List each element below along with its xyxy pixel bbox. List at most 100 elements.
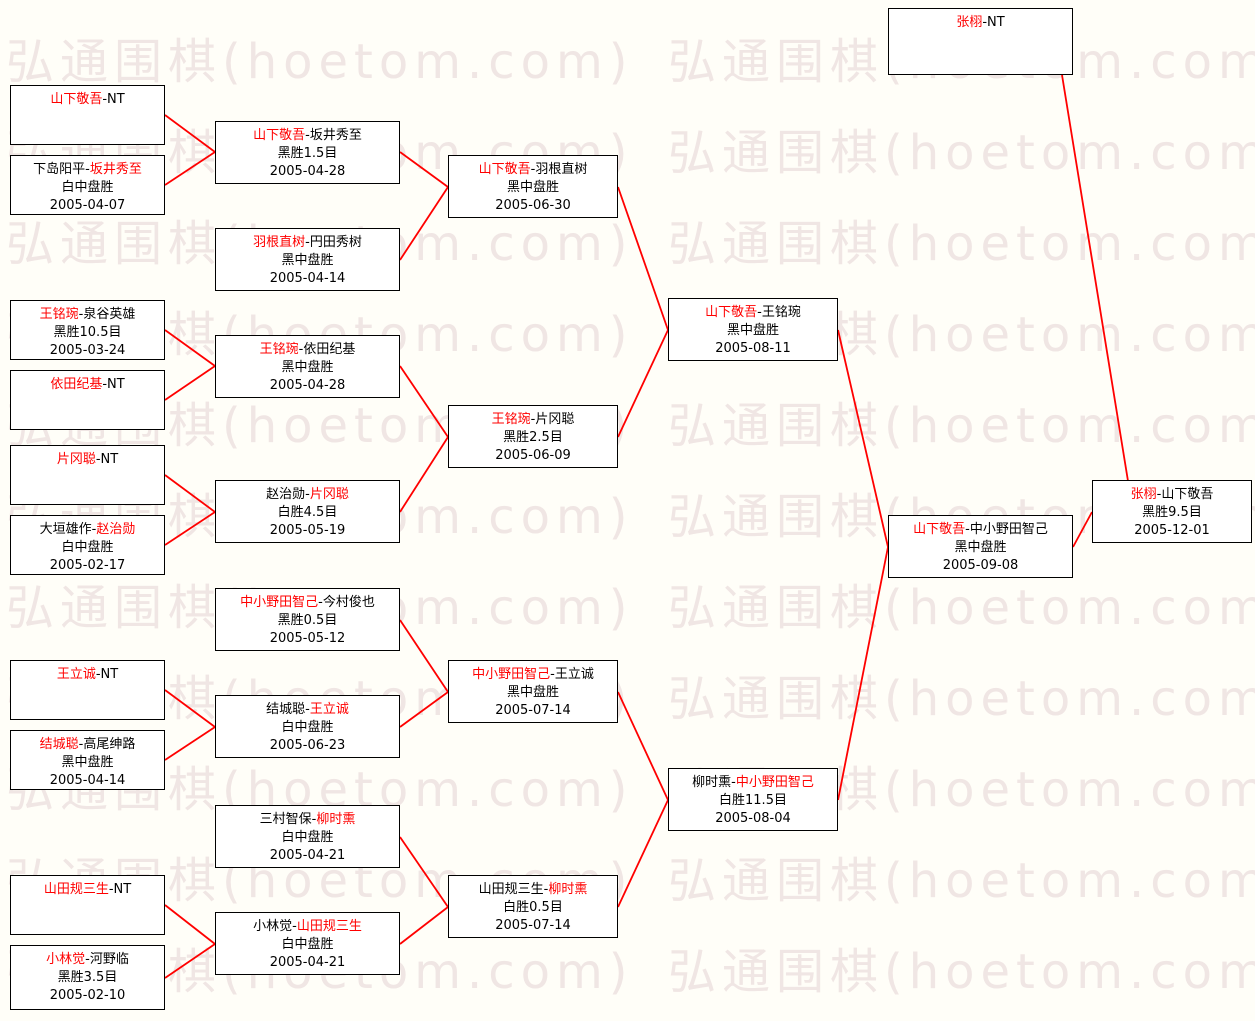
connector-line	[399, 691, 449, 728]
player-name: -NT	[95, 667, 119, 682]
connector-line	[164, 726, 216, 761]
player-name: -坂井秀至	[305, 128, 362, 143]
player-name: -高尾绅路	[78, 737, 136, 752]
match-players: 山田规三生-NT	[44, 881, 131, 899]
winner-name: 坂井秀至	[89, 162, 142, 177]
match-r1-kobayashi-kono[interactable]: 小林觉-河野临黑胜3.5目 2005-02-10	[10, 945, 165, 1010]
connector-line	[399, 906, 449, 945]
connector-line	[617, 186, 669, 331]
player-name: -NT	[982, 15, 1005, 30]
match-result: 黑中盘胜	[506, 180, 559, 195]
player-name: -王立诚	[550, 667, 594, 682]
player-name: -今村俊也	[318, 595, 375, 610]
connector-line	[164, 365, 216, 401]
match-r1-yoda-bye[interactable]: 依田纪基-NT	[10, 370, 165, 430]
winner-name: 王立诚	[309, 702, 349, 717]
winner-name: 山下敬吾	[705, 305, 758, 320]
match-date: 2005-02-10	[49, 988, 126, 1003]
player-name: 小林觉-	[253, 919, 297, 934]
connector-line	[617, 799, 669, 908]
match-date: 2005-06-30	[495, 198, 571, 213]
player-name: 赵治勋-	[266, 487, 310, 502]
match-date: 2005-12-01	[1134, 523, 1210, 538]
player-name: -NT	[102, 92, 125, 107]
winner-name: 山下敬吾	[478, 162, 531, 177]
match-players: 三村智保-柳时熏	[260, 811, 356, 829]
match-date: 2005-04-28	[269, 378, 346, 393]
player-name: 柳时熏-	[692, 775, 736, 790]
match-r1-kataoka-bye[interactable]: 片冈聪-NT	[10, 445, 165, 505]
connector-line	[164, 151, 216, 186]
match-players: 王铭琬-依田纪基	[260, 341, 356, 359]
winner-name: 王铭琬	[491, 412, 531, 427]
match-result: 白中盘胜	[281, 937, 334, 952]
match-r2-omeien-yoda[interactable]: 王铭琬-依田纪基黑中盘胜 2005-04-28	[215, 335, 400, 398]
match-date: 2005-06-23	[269, 738, 346, 753]
match-date: 2005-04-21	[269, 955, 346, 970]
winner-name: 山下敬吾	[253, 128, 306, 143]
player-name: -河野临	[85, 952, 129, 967]
match-players: 结城聪-王立诚	[266, 701, 349, 719]
player-name: -依田纪基	[298, 342, 356, 357]
player-name: -NT	[95, 452, 119, 467]
match-result: 白中盘胜	[281, 830, 334, 845]
match-players: 羽根直树-円田秀树	[253, 234, 362, 252]
match-players: 片冈聪-NT	[57, 451, 118, 469]
match-r1-yamada-bye[interactable]: 山田规三生-NT	[10, 875, 165, 935]
match-r1-yamashita-bye[interactable]: 山下敬吾-NT	[10, 85, 165, 145]
match-result: 黑胜3.5目	[57, 970, 118, 985]
player-name: 下岛阳平-	[33, 162, 90, 177]
match-r2-yamashita-sakai[interactable]: 山下敬吾-坂井秀至黑胜1.5目 2005-04-28	[215, 121, 400, 184]
match-result: 白胜0.5目	[503, 900, 563, 915]
player-name: -山下敬吾	[1156, 487, 1214, 502]
match-result: 白中盘胜	[61, 540, 114, 555]
match-date: 2005-04-14	[269, 271, 346, 286]
match-result: 黑中盘胜	[281, 253, 334, 268]
match-date: 2005-05-19	[269, 523, 346, 538]
winner-name: 羽根直树	[253, 235, 306, 250]
match-result: 黑中盘胜	[61, 755, 114, 770]
match-r2-hane-enda[interactable]: 羽根直树-円田秀树黑中盘胜 2005-04-14	[215, 228, 400, 291]
match-r1-orissei-bye[interactable]: 王立诚-NT	[10, 660, 165, 720]
match-players: 山下敬吾-王铭琬	[705, 304, 801, 322]
match-result: 黑中盘胜	[281, 360, 334, 375]
match-date: 2005-03-24	[49, 343, 126, 358]
player-name: -NT	[102, 377, 125, 392]
connector-line	[399, 151, 449, 188]
match-result: 黑中盘胜	[954, 540, 1007, 555]
match-date: 2005-05-12	[269, 631, 346, 646]
match-result: 黑胜1.5目	[277, 146, 338, 161]
match-players: 中小野田智己-今村俊也	[240, 594, 375, 612]
match-players: 小林觉-河野临	[46, 951, 129, 969]
match-result: 黑中盘胜	[506, 685, 559, 700]
winner-name: 山下敬吾	[50, 92, 103, 107]
titleholder-chou-bye[interactable]: 张栩-NT	[888, 8, 1073, 75]
player-name: 三村智保-	[259, 812, 317, 827]
match-date: 2005-04-28	[269, 164, 346, 179]
player-name: 大垣雄作-	[39, 522, 97, 537]
match-players: 山下敬吾-NT	[50, 91, 124, 109]
connector-line	[837, 546, 889, 801]
match-result: 黑胜9.5目	[1142, 505, 1202, 520]
winner-name: 中小野田智己	[472, 667, 551, 682]
player-name: -NT	[108, 882, 132, 897]
match-players: 王立诚-NT	[57, 666, 118, 684]
match-players: 大垣雄作-赵治勋	[40, 521, 136, 539]
